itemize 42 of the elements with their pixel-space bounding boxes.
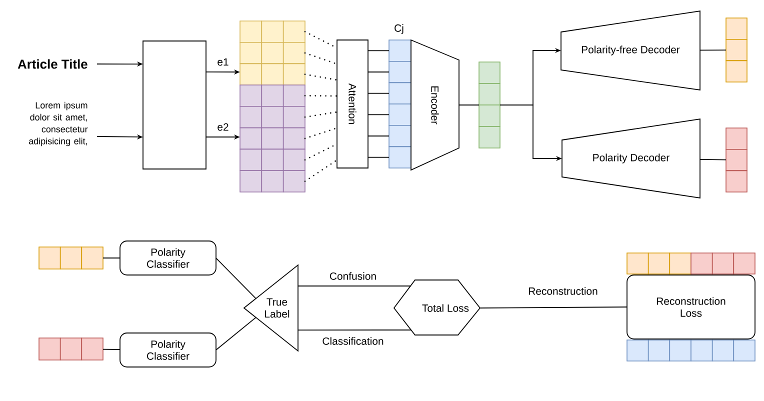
connector-line: [216, 258, 256, 299]
input-text: Lorem ipsum dolor sit amet, consectetur adipisicing elit,: [29, 102, 88, 146]
connector-line: [216, 317, 256, 350]
cell-grid: [626, 252, 756, 274]
cell-grid: [38, 246, 104, 270]
connector-line: [102, 348, 120, 350]
cell-grid: [240, 84, 306, 192]
model-box: [142, 40, 206, 170]
dotted-line: [304, 111, 338, 118]
edge-label: e2: [216, 122, 230, 132]
connector-line: [700, 159, 726, 160]
cell-grid: [240, 20, 306, 86]
connector-line: [368, 92, 390, 94]
cell-grid: [388, 40, 412, 168]
classifier-box: Polarity Classifier: [120, 240, 216, 276]
connector-line: [368, 114, 390, 116]
cell-grid: [478, 62, 500, 148]
vector-label: Cj: [394, 24, 404, 34]
attention-box: Attention: [336, 40, 368, 168]
connector-line: [368, 50, 390, 52]
dotted-line: [304, 159, 338, 182]
decoder-trapezoid: Polarity Decoder: [562, 118, 700, 199]
classifier-box: Polarity Classifier: [120, 332, 216, 368]
edge-label: Confusion: [328, 271, 378, 281]
connector-line: [700, 50, 726, 51]
dotted-line: [304, 52, 338, 65]
edge-label: Classification: [321, 336, 385, 346]
cell-grid: [726, 18, 748, 82]
decoder-trapezoid: Polarity-free Decoder: [560, 10, 700, 91]
title-text: Article Title: [18, 59, 88, 69]
connector-line: [368, 156, 390, 158]
edge-label: Reconstruction: [527, 286, 599, 296]
edge-label: e1: [216, 57, 230, 67]
connector-line: [458, 104, 480, 106]
loss-box: Reconstruction Loss: [626, 274, 756, 340]
cell-grid: [726, 128, 748, 192]
dotted-line: [304, 95, 338, 97]
connector-line: [480, 306, 628, 308]
cell-grid: [626, 340, 756, 362]
dotted-line: [304, 127, 338, 140]
cell-grid: [38, 338, 104, 360]
dotted-line: [304, 74, 338, 81]
